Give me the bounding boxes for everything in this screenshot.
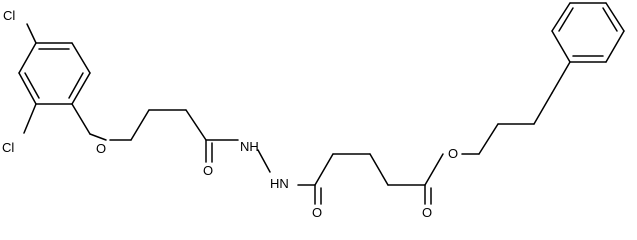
dichlorophenyl-ring — [18, 42, 91, 105]
atom-cl-top: Cl — [3, 8, 15, 23]
hydrazide-linker — [257, 149, 271, 173]
phenyl-ring — [551, 2, 625, 63]
atom-o-ether: O — [96, 141, 106, 156]
butanoyl-chain — [71, 103, 239, 163]
atom-cl-left: Cl — [2, 140, 14, 155]
glutaryl-chain — [297, 153, 444, 205]
phenylpropyl-chain — [461, 61, 571, 155]
atom-o-carbonyl-2: O — [312, 205, 322, 220]
atom-o-carbonyl-1: O — [203, 163, 213, 178]
atom-nh-1: NH — [240, 139, 259, 154]
chemical-structure: Cl Cl O O NH HN O O O — [2, 2, 625, 220]
bond-cl-top — [26, 23, 37, 44]
atom-o-ester: O — [448, 146, 458, 161]
atom-o-carbonyl-3: O — [422, 205, 432, 220]
atom-nh-2: HN — [270, 176, 289, 191]
bond-cl-left — [23, 103, 37, 134]
